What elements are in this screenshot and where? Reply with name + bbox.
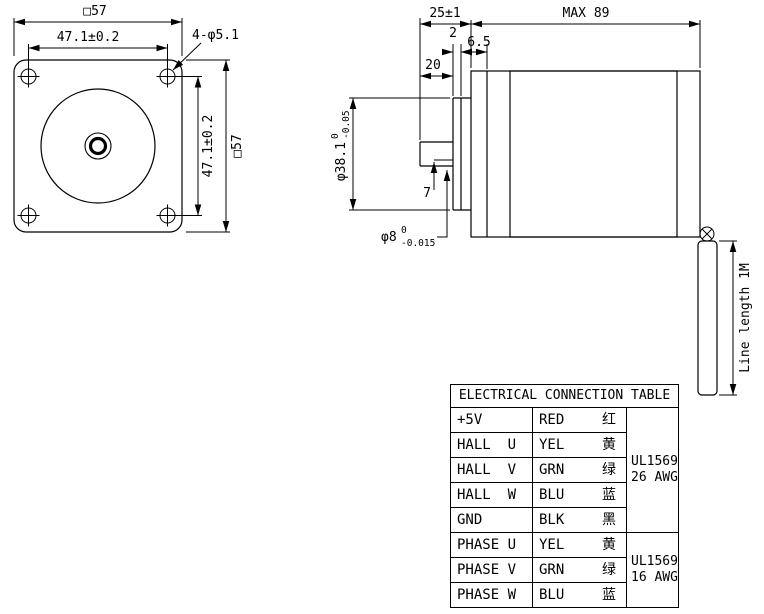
wire-color-code: BLK <box>539 511 565 528</box>
signal-cell: HALL U <box>450 432 533 458</box>
dim-boss-depth: 6.5 <box>467 35 490 50</box>
shaft-circle <box>88 136 108 156</box>
dim-cable-length: Line length 1M <box>738 263 753 373</box>
dim-body-max-length: MAX 89 <box>563 6 610 21</box>
signal-cell: PHASE W <box>450 582 533 608</box>
dim-frame-height: □57 <box>230 134 245 157</box>
motor-body <box>470 70 701 238</box>
flange-outline <box>13 59 183 233</box>
pilot-circle <box>40 88 156 204</box>
dim-boss-step: 2 <box>449 26 457 41</box>
wire-color-cell: GRN 绿 <box>532 557 627 583</box>
wire-color-cell: YEL 黄 <box>532 532 627 558</box>
front-view-drawing <box>13 59 183 233</box>
wire-color-cn: 蓝 <box>602 486 616 503</box>
wire-color-code: BLU <box>539 486 565 503</box>
table-row: PHASE V GRN 绿 <box>450 557 679 583</box>
dim-flat-length: 7 <box>423 186 431 201</box>
cable-gland-screw <box>699 226 715 242</box>
dim-hole-spacing-v: 47.1±0.2 <box>201 115 216 178</box>
wire-color-cell: GRN 绿 <box>532 457 627 483</box>
dim-shaft-total-length: 25±1 <box>429 6 460 21</box>
signal-cell: GND <box>450 507 533 533</box>
table-row: PHASE U YEL 黄 UL1569 16 AWG <box>450 532 680 608</box>
wire-color-cell: YEL 黄 <box>532 432 627 458</box>
front-view-dimensions: □57 47.1±0.2 4-φ5.1 47.1±0.2 □57 <box>13 4 245 233</box>
dim-pilot-diameter: φ38.1 0 -0.05 <box>330 110 352 181</box>
shaft-diameter-value: φ8 <box>381 230 397 245</box>
shaft-tolerance-lower: -0.015 <box>401 238 435 249</box>
pilot-tolerance-lower: -0.05 <box>341 110 352 139</box>
wire-color-cn: 红 <box>602 411 616 428</box>
mounting-holes-callout: 4-φ5.1 <box>192 28 239 43</box>
wire-color-cn: 绿 <box>602 561 616 578</box>
side-view-dimensions: 25±1 MAX 89 20 2 6.5 φ38.1 0 -0.05 7 φ8 … <box>330 6 753 396</box>
table-row: PHASE W BLU 蓝 <box>450 582 679 608</box>
wire-color-code: YEL <box>539 436 565 453</box>
cooling-fins <box>509 70 678 238</box>
table-row: HALL U YEL 黄 <box>450 432 679 458</box>
table-row: +5V RED 红 UL1569 26 AWG <box>450 407 680 533</box>
wire-color-cell: RED 红 <box>532 407 627 433</box>
wire-color-code: YEL <box>539 536 565 553</box>
table-row: HALL V GRN 绿 <box>450 457 679 483</box>
wire-color-cn: 黄 <box>602 436 616 453</box>
wire-color-cn: 黄 <box>602 536 616 553</box>
signal-cell: HALL V <box>450 457 533 483</box>
dim-frame-width: □57 <box>83 4 106 19</box>
dim-shaft-length: 20 <box>425 58 441 73</box>
wire-spec-hall: UL1569 26 AWG <box>625 407 680 533</box>
pilot-boss <box>452 97 471 211</box>
pilot-diameter-value: φ38.1 <box>334 142 349 181</box>
wire-color-code: RED <box>539 411 565 428</box>
pilot-tolerance-upper: 0 <box>330 133 341 139</box>
wire-color-cn: 黑 <box>602 511 616 528</box>
wire-spec-phase: UL1569 16 AWG <box>625 532 680 608</box>
wire-color-code: GRN <box>539 461 565 478</box>
wire-color-cell: BLK 黑 <box>532 507 627 533</box>
signal-cell: PHASE U <box>450 532 533 558</box>
wire-color-cn: 绿 <box>602 461 616 478</box>
shaft-tolerance-upper: 0 <box>401 225 407 236</box>
shaft-hub-circle <box>84 132 112 160</box>
signal-cell: PHASE V <box>450 557 533 583</box>
side-view-drawing <box>419 70 718 396</box>
signal-cell: HALL W <box>450 482 533 508</box>
signal-cell: +5V <box>450 407 533 433</box>
wire-color-code: BLU <box>539 586 565 603</box>
mounting-holes <box>17 65 179 227</box>
wire-color-cell: BLU 蓝 <box>532 582 627 608</box>
wire-color-code: GRN <box>539 561 565 578</box>
wire-color-cn: 蓝 <box>602 586 616 603</box>
table-title: ELECTRICAL CONNECTION TABLE <box>449 384 680 408</box>
motor-cable <box>697 240 718 396</box>
wire-color-cell: BLU 蓝 <box>532 482 627 508</box>
dim-hole-spacing-h: 47.1±0.2 <box>57 30 120 45</box>
table-row: GND BLK 黑 <box>450 507 679 533</box>
table-row: HALL W BLU 蓝 <box>450 482 679 508</box>
electrical-connection-table: ELECTRICAL CONNECTION TABLE +5V RED 红 UL1… <box>449 384 680 608</box>
